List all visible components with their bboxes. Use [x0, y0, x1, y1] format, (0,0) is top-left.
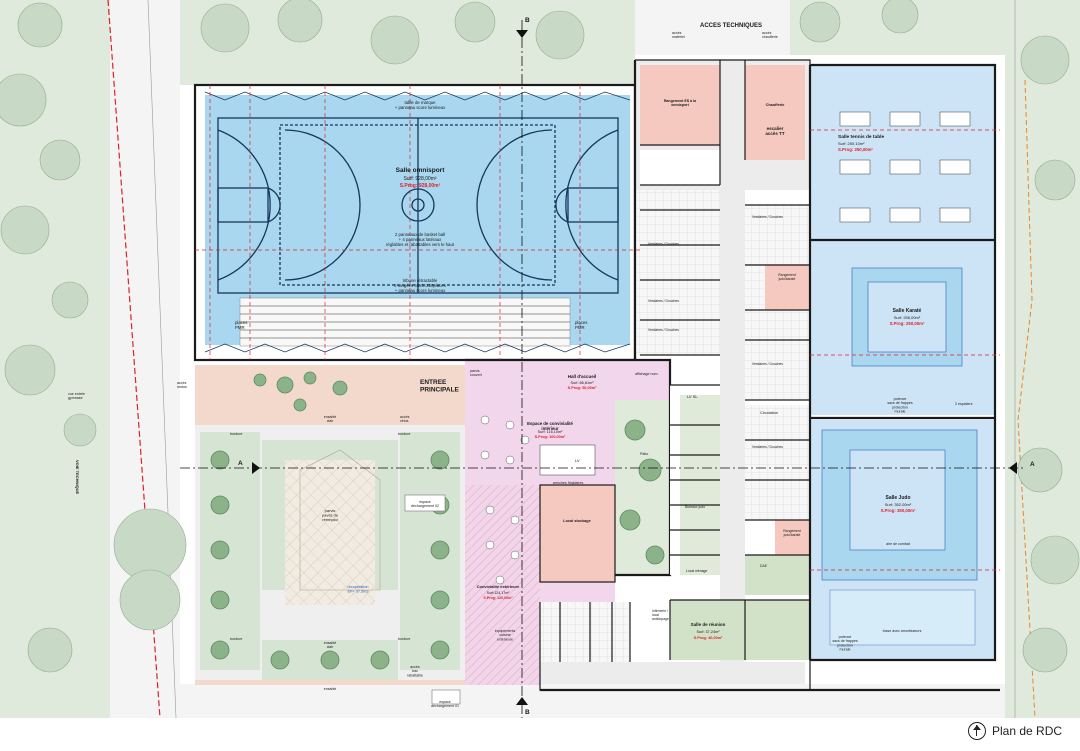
bureau-judo: Bureaux judo: [685, 505, 705, 509]
armoires: armoires frigidaires: [553, 481, 584, 485]
reunion-prog: S.Prog: 40,00m²: [694, 636, 723, 640]
tennis-surf: Surf: 250,10m²: [838, 141, 865, 146]
bordure-4: bordure: [398, 637, 410, 641]
local-menage: Local ménage: [686, 569, 707, 573]
convivialite-surf: Surf: 116,10m²: [538, 430, 564, 434]
local-stockage: Local stockage: [563, 519, 590, 523]
vestiaires-1: Vestiaires / Douches: [648, 242, 679, 246]
circulation: Circulation: [760, 411, 778, 415]
acces-techniques: ACCES TECHNIQUES: [700, 23, 762, 29]
conv-ext-surf: Surf:124,17m²: [487, 591, 511, 595]
reunion-surf: Surf: 37,24m²: [696, 630, 720, 634]
vestiaires-5: Vestiaires / Douches: [752, 362, 783, 366]
forecourt: [195, 365, 465, 705]
section-marker-icon: [252, 30, 1017, 705]
salle-reunion: Salle de réunion: [691, 622, 726, 627]
omnisport-title: Salle omnisport: [396, 167, 446, 174]
hall-prog: S.Prog: 50,00m²: [568, 386, 597, 390]
trees: [0, 0, 1080, 673]
espaliers: 2 espaliers: [955, 402, 973, 406]
tribune-seating: [239, 297, 571, 347]
section-a-left: A: [238, 460, 243, 467]
court-lines: [217, 117, 619, 294]
vestiaires-4: Vestiaires / Douches: [752, 215, 783, 219]
patio: Patio: [640, 452, 648, 456]
vestiaires-6: Vestiaires / Douches: [752, 445, 783, 449]
lv-sl-label: LV SL: [687, 394, 698, 399]
section-a-right: A: [1030, 461, 1035, 468]
table-tennis-tables: [839, 111, 971, 223]
conv-ext: Convivialité extérieure: [477, 584, 520, 589]
vestiaires-2: Vestiaires / Douches: [648, 299, 679, 303]
plan-title: Plan de RDC: [992, 724, 1063, 738]
basket-panels: 2 panneaux de basket ball+ 4 panneaux la…: [386, 232, 455, 247]
chaufferie: Chaufferie: [766, 103, 785, 107]
tennis-title: Salle tennis de table: [838, 134, 884, 140]
north-arrow-icon: [968, 722, 986, 740]
voie-technique: VOIE TECHNIQUE: [75, 460, 80, 495]
dae-label: DAE: [760, 564, 768, 568]
tables: [480, 415, 530, 585]
omnisport-surf: Surf: 928,00m²: [403, 176, 436, 182]
hall-surf: Surf: 86,81m²: [570, 381, 594, 385]
section-b-top: B: [525, 17, 530, 24]
karate-prog: S.Prog: 250,00m²: [890, 321, 925, 326]
section-b-bottom: B: [525, 709, 530, 716]
table-de-marque: table de marque+ panneau score lumineux: [395, 100, 446, 110]
bordure-1: bordure: [230, 432, 242, 436]
bordure-2: bordure: [398, 432, 410, 436]
judo-surf: Surf: 352,00m²: [885, 502, 912, 507]
karate-title: Salle Karaté: [893, 308, 922, 314]
bordure-3: bordure: [230, 637, 242, 641]
conv-ext-prog: S.Prog: 120,00m²: [483, 596, 513, 600]
fosse: fosse avec amortisseurs: [883, 629, 922, 633]
plan-legend: Plan de RDC: [968, 718, 1062, 744]
lv-label: LV: [575, 458, 580, 463]
tennis-prog: S.Prog: 250,00m²: [838, 147, 873, 152]
omnisport-prog: S.Prog: 928,00m²: [400, 183, 441, 189]
karate-surf: Surf: 256,00m²: [894, 315, 921, 320]
vestiaires-3: Vestiaires / Douches: [648, 328, 679, 332]
affichage: affichage num.: [635, 372, 659, 376]
hall-accueil: Hall d'accueil: [568, 374, 597, 379]
aire-combat: aire de combat: [886, 542, 910, 546]
ensable-bottom: ensablé: [324, 687, 337, 691]
building: [180, 20, 1025, 718]
convivialite-prog: S.Prog: 100,00m²: [535, 435, 567, 439]
judo-title: Salle Judo: [885, 495, 910, 501]
judo-prog: S.Prog: 350,00m²: [881, 508, 916, 513]
